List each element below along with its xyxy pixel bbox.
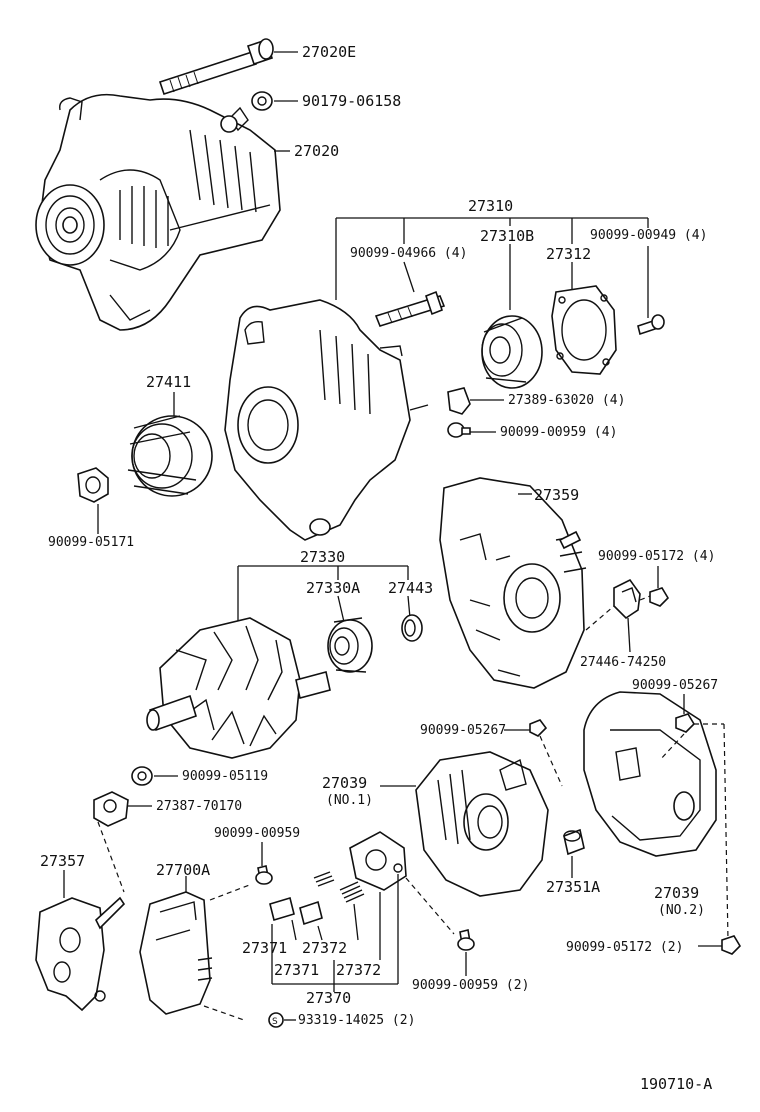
label-27372-top[interactable]: 27372 bbox=[302, 939, 348, 957]
stud-bolt[interactable] bbox=[374, 290, 446, 327]
label-27359[interactable]: 27359 bbox=[534, 486, 580, 504]
label-27372-bottom[interactable]: 27372 bbox=[336, 961, 382, 979]
brush-pair[interactable] bbox=[269, 896, 323, 926]
diagram-id: 190710-A bbox=[640, 1075, 713, 1093]
terminal-collar[interactable] bbox=[563, 828, 585, 856]
long-through-bolt[interactable] bbox=[158, 38, 274, 96]
label-90099-04966[interactable]: 90099-04966 (4) bbox=[350, 246, 468, 261]
terminal-insulator[interactable] bbox=[447, 387, 471, 415]
label-27020E[interactable]: 27020E bbox=[302, 43, 357, 61]
terminal-nut[interactable] bbox=[251, 91, 273, 111]
frame-screw[interactable] bbox=[447, 422, 471, 438]
label-27700A[interactable]: 27700A bbox=[156, 861, 211, 879]
label-27387-70170[interactable]: 27387-70170 bbox=[156, 799, 243, 814]
rotor-assembly[interactable] bbox=[146, 617, 331, 759]
label-27371-top[interactable]: 27371 bbox=[242, 939, 288, 957]
brush-springs[interactable] bbox=[313, 871, 365, 903]
label-93319-14025[interactable]: 93319-14025 (2) bbox=[298, 1013, 416, 1028]
bearing-retainer-plate[interactable] bbox=[551, 285, 617, 375]
front-bearing[interactable] bbox=[481, 315, 543, 389]
label-27443[interactable]: 27443 bbox=[388, 579, 434, 597]
label-90099-00959-4[interactable]: 90099-00959 (4) bbox=[500, 425, 618, 440]
screw-with-washer[interactable]: S bbox=[268, 1012, 284, 1028]
brush-holder-cover[interactable] bbox=[415, 751, 549, 897]
label-27039-no2[interactable]: 27039 bbox=[654, 884, 700, 902]
alternator-pulley[interactable] bbox=[127, 415, 213, 497]
label-27411[interactable]: 27411 bbox=[146, 373, 192, 391]
rectifier-end-frame[interactable] bbox=[439, 477, 587, 689]
label-90099-00959-2[interactable]: 90099-00959 (2) bbox=[412, 978, 530, 993]
svg-text:S: S bbox=[272, 1017, 278, 1027]
bearing-cover-ring[interactable] bbox=[401, 614, 423, 642]
label-27371-bottom[interactable]: 27371 bbox=[274, 961, 320, 979]
label-27310B[interactable]: 27310B bbox=[480, 227, 535, 245]
label-90099-05171[interactable]: 90099-05171 bbox=[48, 535, 135, 550]
voltage-regulator[interactable] bbox=[139, 891, 213, 1015]
label-27330[interactable]: 27330 bbox=[300, 548, 346, 566]
drive-end-frame[interactable] bbox=[224, 299, 429, 541]
label-27351A[interactable]: 27351A bbox=[546, 878, 601, 896]
label-27446-74250[interactable]: 27446-74250 bbox=[580, 655, 667, 670]
label-27370[interactable]: 27370 bbox=[306, 989, 352, 1007]
label-90099-00949[interactable]: 90099-00949 (4) bbox=[590, 228, 708, 243]
cover-nut-right[interactable] bbox=[675, 713, 696, 733]
terminal-insulator-2[interactable] bbox=[93, 791, 129, 827]
label-27039-no2-sub: (NO.2) bbox=[658, 903, 705, 918]
label-27039-no1-sub: (NO.1) bbox=[326, 793, 373, 808]
pulley-nut[interactable] bbox=[77, 467, 109, 503]
label-27357[interactable]: 27357 bbox=[40, 852, 86, 870]
cover-nut-2[interactable] bbox=[721, 935, 742, 955]
label-27330A[interactable]: 27330A bbox=[306, 579, 361, 597]
rectifier-holder[interactable] bbox=[35, 896, 126, 1012]
cover-nut-left[interactable] bbox=[529, 719, 548, 737]
label-27389-63020[interactable]: 27389-63020 (4) bbox=[508, 393, 626, 408]
label-27310[interactable]: 27310 bbox=[468, 197, 514, 215]
label-27039-no1[interactable]: 27039 bbox=[322, 774, 368, 792]
label-90099-05172-2[interactable]: 90099-05172 (2) bbox=[566, 940, 684, 955]
rear-bearing[interactable] bbox=[327, 617, 373, 673]
rear-end-cover[interactable] bbox=[583, 691, 717, 857]
cover-screw-2[interactable] bbox=[457, 929, 475, 951]
label-90099-05119[interactable]: 90099-05119 bbox=[182, 769, 269, 784]
terminal-bushing[interactable] bbox=[131, 766, 153, 786]
label-27020[interactable]: 27020 bbox=[294, 142, 340, 160]
label-27312[interactable]: 27312 bbox=[546, 245, 592, 263]
terminal-bolt-insulator[interactable] bbox=[613, 578, 641, 620]
regulator-screw[interactable] bbox=[255, 865, 273, 885]
retainer-screw[interactable] bbox=[637, 314, 665, 336]
brush-holder[interactable] bbox=[349, 831, 407, 891]
label-90099-00959[interactable]: 90099-00959 bbox=[214, 826, 301, 841]
label-90099-05267-right[interactable]: 90099-05267 bbox=[632, 678, 719, 693]
label-90099-05172-4[interactable]: 90099-05172 (4) bbox=[598, 549, 716, 564]
alternator-assembly[interactable] bbox=[35, 93, 281, 331]
label-90099-05267-left[interactable]: 90099-05267 bbox=[420, 723, 507, 738]
label-90179-06158[interactable]: 90179-06158 bbox=[302, 92, 402, 110]
terminal-nut-4[interactable] bbox=[649, 587, 670, 607]
